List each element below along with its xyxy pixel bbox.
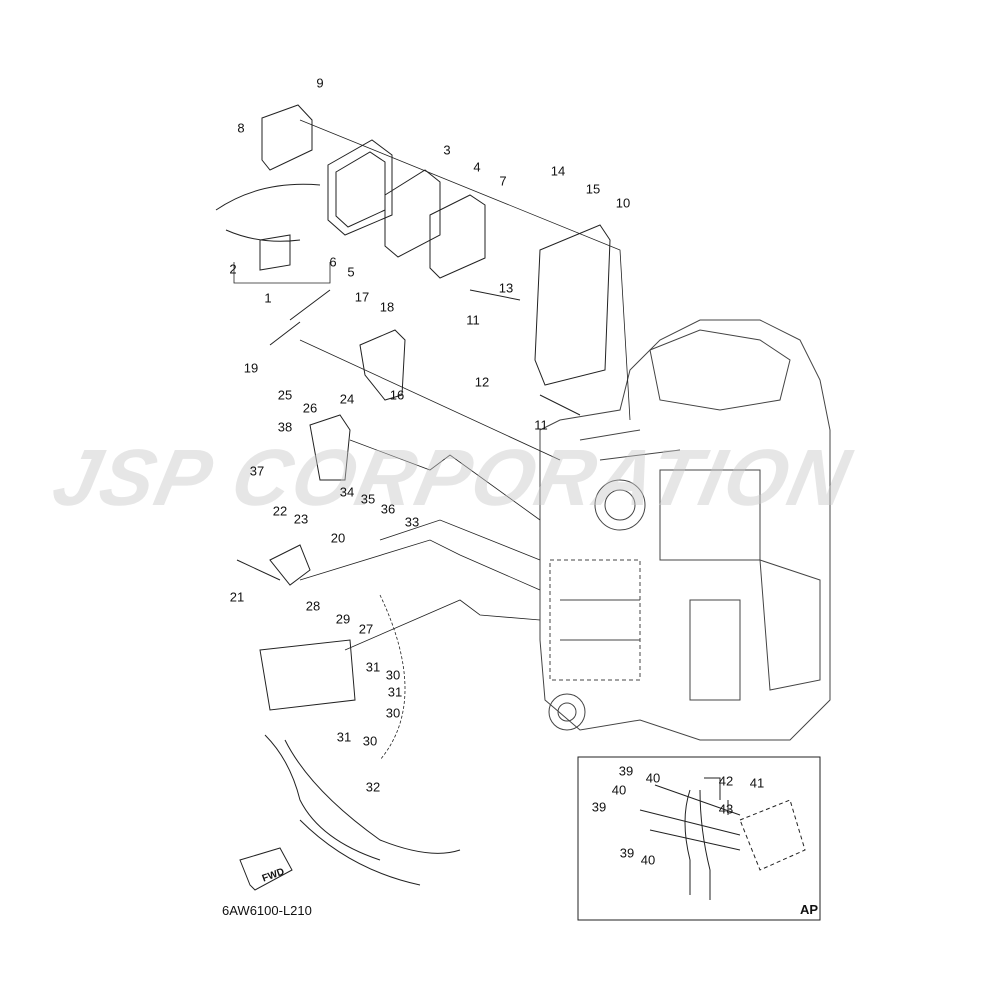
- part-callout: 1: [264, 290, 272, 306]
- part-callout: 9: [316, 75, 324, 91]
- part-callout: 17: [354, 289, 370, 305]
- part-callout: 37: [249, 463, 265, 479]
- inset-frame: [577, 756, 821, 921]
- inset-part-callout: 40: [645, 770, 661, 786]
- inset-parts: [639, 777, 806, 900]
- inset-part-callout: 39: [619, 845, 635, 861]
- part-callout: 31: [365, 659, 381, 675]
- fwd-arrow: [239, 847, 293, 891]
- part-callout: 8: [237, 120, 245, 136]
- engine-block: [539, 319, 831, 741]
- part-callout: 22: [272, 503, 288, 519]
- inset-part-callout: 39: [591, 799, 607, 815]
- part-callout: 26: [302, 400, 318, 416]
- part-callout: 30: [385, 667, 401, 683]
- inset-part-callout: 41: [749, 775, 765, 791]
- part-callout: 12: [474, 374, 490, 390]
- part-callout: 33: [404, 514, 420, 530]
- diagram-code: 6AW6100-L210: [222, 903, 312, 918]
- inset-part-callout: 43: [718, 801, 734, 817]
- inset-part-callout: 39: [618, 763, 634, 779]
- part-callout: 31: [336, 729, 352, 745]
- part-callout: 20: [330, 530, 346, 546]
- part-callout: 11: [466, 312, 480, 328]
- part-callout: 5: [347, 264, 355, 280]
- part-callout: 16: [389, 387, 405, 403]
- part-callout: 29: [335, 611, 351, 627]
- part-callout: 13: [498, 280, 514, 296]
- part-callout: 6: [329, 254, 337, 270]
- parts: [215, 104, 611, 886]
- part-callout: 27: [358, 621, 374, 637]
- leader-lines: [233, 119, 631, 761]
- part-callout: 15: [585, 181, 601, 197]
- inset-part-callout: 40: [640, 852, 656, 868]
- part-callout: 24: [339, 391, 355, 407]
- part-callout: 18: [379, 299, 395, 315]
- part-callout: 25: [277, 387, 293, 403]
- part-callout: 7: [499, 173, 507, 189]
- part-callout: 23: [293, 511, 309, 527]
- part-callout: 36: [380, 501, 396, 517]
- part-callout: 3: [443, 142, 451, 158]
- part-callout: 34: [339, 484, 355, 500]
- part-callout: 30: [385, 705, 401, 721]
- part-callout: 35: [360, 491, 376, 507]
- part-callout: 19: [243, 360, 259, 376]
- part-callout: 14: [550, 163, 566, 179]
- inset-part-callout: 40: [611, 782, 627, 798]
- part-callout: 38: [277, 419, 293, 435]
- part-callout: 2: [229, 261, 237, 277]
- part-callout: 11: [534, 417, 548, 433]
- inset-part-callout: 42: [718, 773, 734, 789]
- inset-label: AP: [800, 902, 819, 917]
- part-callout: 21: [229, 589, 245, 605]
- part-callout: 32: [365, 779, 381, 795]
- part-callout: 4: [473, 159, 481, 175]
- part-callout: 10: [615, 195, 631, 211]
- part-callout: 31: [387, 684, 403, 700]
- part-callout: 28: [305, 598, 321, 614]
- part-callout: 30: [362, 733, 378, 749]
